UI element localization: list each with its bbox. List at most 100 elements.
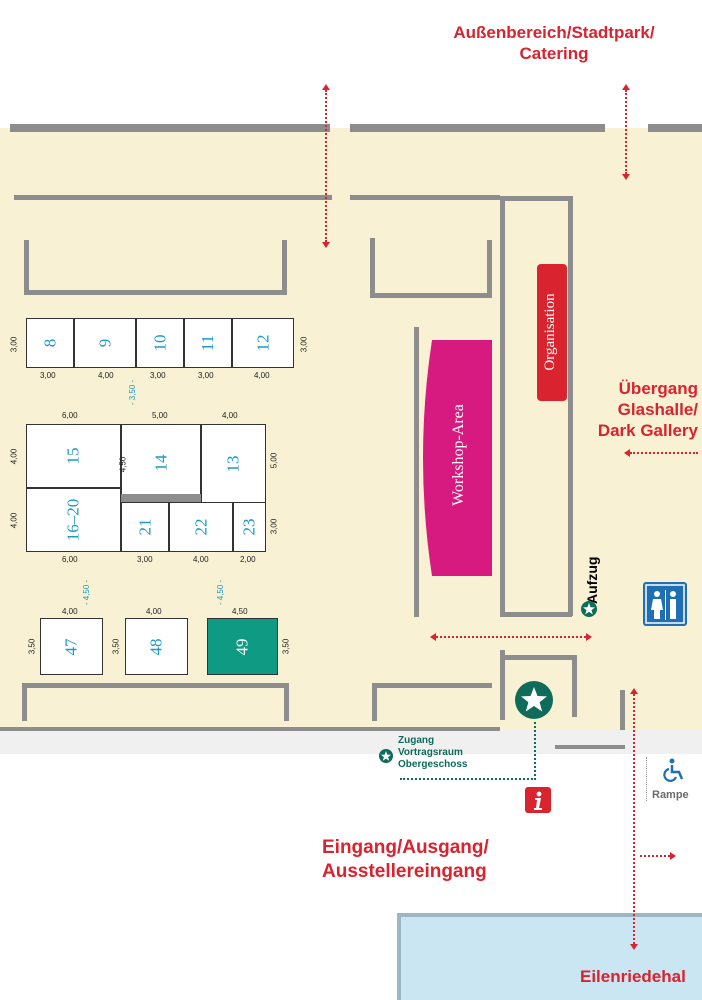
wall-left-stub: [24, 240, 29, 295]
arrow-down-icon: [322, 242, 330, 248]
access-path-v: [534, 722, 536, 780]
wall-right-stub: [282, 240, 287, 295]
dim-label: 4,00: [254, 371, 270, 380]
booth-label: 11: [198, 334, 217, 352]
wall-mid-top: [350, 195, 500, 200]
booth-label: 21: [135, 518, 154, 536]
dim-label: 3,50: [111, 638, 121, 655]
booth-49[interactable]: 49: [207, 618, 278, 675]
dim-label: 4,00: [9, 448, 19, 465]
restroom-icon: [643, 582, 687, 626]
elevator-label: Aufzug: [584, 556, 600, 604]
wall-lower-left-stub: [22, 683, 27, 721]
booth-14[interactable]: 14: [121, 424, 201, 502]
workshop-area[interactable]: [420, 328, 500, 584]
booth-label: 15: [63, 447, 83, 465]
outdoor-label: Außenbereich/Stadtpark/ Catering: [453, 23, 655, 63]
arrow-up-icon: [622, 84, 630, 90]
wall-column-bottom: [500, 612, 572, 617]
dim-label: 5,00: [269, 452, 279, 469]
arrow-down-icon: [630, 944, 638, 950]
access-star-icon: [379, 749, 393, 763]
arrow-down-icon: [622, 174, 630, 180]
wall-lower-mid: [372, 683, 492, 688]
wall-lower: [22, 683, 287, 688]
booth-47[interactable]: 47: [40, 618, 103, 675]
dim-label: 4,00: [146, 607, 162, 616]
ramp-divider: [646, 757, 647, 801]
arrow-right-icon: [586, 633, 592, 641]
path-outdoor-right: [625, 90, 627, 174]
dim-aisle: - 4,50 -: [82, 579, 92, 606]
booth-21[interactable]: 21: [121, 502, 169, 552]
booth-label: 22: [191, 518, 210, 536]
dim-label: 6,00: [62, 555, 78, 564]
wall-top-left: [10, 124, 330, 132]
wall-column-right: [568, 196, 573, 616]
booth-11[interactable]: 11: [184, 318, 232, 368]
booth-label: 9: [95, 338, 114, 348]
wall-entrance-left: [500, 650, 505, 720]
wall-workshop: [414, 327, 419, 617]
dim-label: 4,00: [9, 512, 19, 529]
booth-10[interactable]: 10: [136, 318, 184, 368]
organisation-box[interactable]: [537, 264, 567, 401]
dim-label: 4,00: [62, 607, 78, 616]
booth-23[interactable]: 23: [233, 502, 266, 552]
dim-label: 3,00: [299, 336, 309, 353]
eilenriede-label: Eilenriedehal: [580, 967, 686, 986]
ramp-label: Rampe: [652, 789, 689, 801]
booth-22[interactable]: 22: [169, 502, 233, 552]
booth-label: 16–20: [63, 498, 83, 542]
booth-8[interactable]: 8: [26, 318, 74, 368]
booth-label: 12: [253, 334, 272, 352]
path-ramp: [640, 855, 670, 857]
booth-label: 14: [151, 454, 170, 472]
path-eilenriede: [633, 694, 635, 944]
booth-48[interactable]: 48: [125, 618, 188, 675]
wall-right-lower: [620, 690, 625, 730]
big-star-icon: [515, 681, 553, 719]
wall-inner-top: [14, 195, 332, 200]
wall-mid-bottom: [370, 293, 490, 298]
wall-bottom: [0, 727, 500, 731]
booth-14-divider: [121, 494, 201, 502]
booth-9[interactable]: 9: [74, 318, 136, 368]
wall-entrance-right: [572, 655, 577, 717]
booth-12[interactable]: 12: [232, 318, 294, 368]
eilenriedehalle-area: [397, 913, 702, 1000]
dim-label: 4,00: [98, 371, 114, 380]
dim-label: 3,50: [281, 638, 291, 655]
wheelchair-icon: [663, 758, 684, 782]
dim-label: 2,00: [240, 555, 256, 564]
path-horizontal: [436, 636, 586, 638]
booth-label: 8: [40, 338, 59, 348]
booth-16-20[interactable]: 16–20: [26, 488, 121, 552]
info-icon: [525, 787, 551, 813]
booth-label: 23: [239, 518, 259, 536]
dim-label: 6,00: [62, 411, 78, 420]
dim-label: 4,00: [193, 555, 209, 564]
wall-column-left: [500, 196, 505, 616]
wall-mid-stub-2: [487, 240, 492, 298]
dim-label: 3,00: [269, 518, 279, 535]
access-path-h: [400, 778, 536, 780]
entrance-label: Eingang/Ausgang/ Ausstellereingang: [322, 837, 489, 882]
dim-label: 3,50: [27, 638, 37, 655]
wall-column-top: [500, 196, 572, 201]
dim-label: 3,00: [40, 371, 56, 380]
path-outdoor-left: [325, 90, 327, 242]
arrow-up-icon: [630, 688, 638, 694]
dim-label: 4,50: [232, 607, 248, 616]
booth-label: 49: [232, 638, 252, 655]
wall-entrance-top: [500, 655, 575, 660]
dim-aisle: - 3,50 -: [128, 379, 138, 406]
elevator-star-icon: [581, 601, 597, 617]
booth-15[interactable]: 15: [26, 424, 121, 488]
workshop-shape: [423, 340, 492, 576]
booth-label: 47: [61, 638, 81, 655]
booth-13[interactable]: 13: [201, 424, 266, 504]
booth-label: 48: [146, 638, 166, 655]
arrow-left-icon: [624, 449, 630, 457]
dim-label: 5,00: [152, 411, 168, 420]
